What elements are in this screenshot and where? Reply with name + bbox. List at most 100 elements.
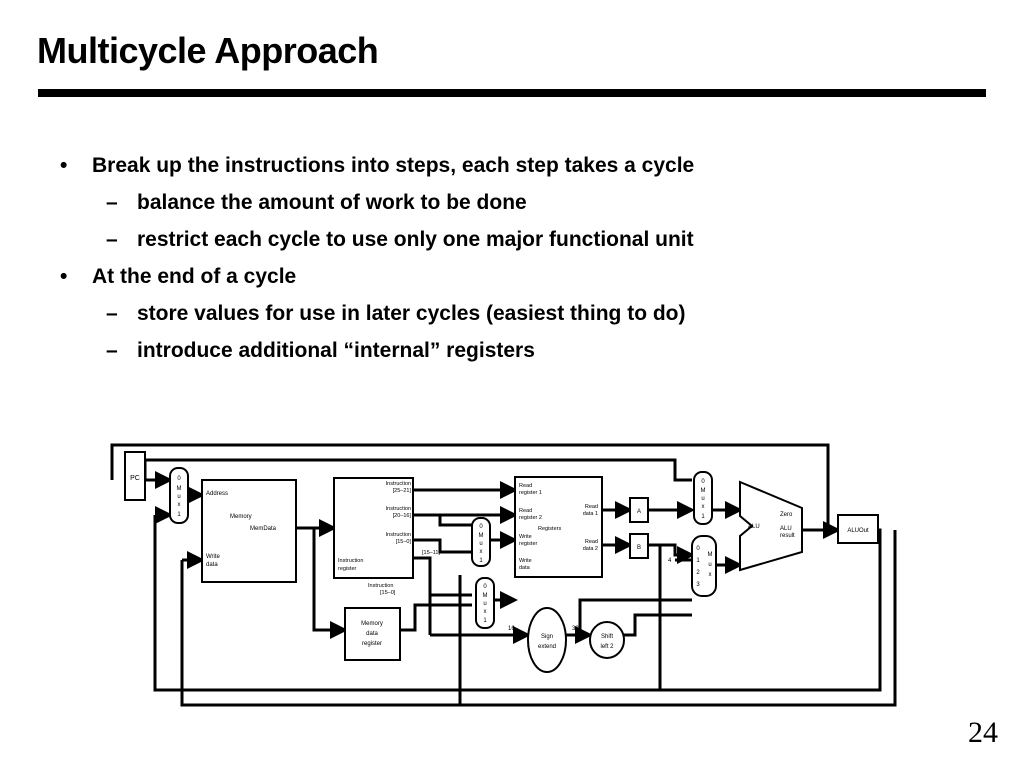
svg-text:1: 1 (479, 558, 483, 564)
svg-text:M: M (483, 593, 488, 599)
svg-text:Read: Read (519, 508, 532, 514)
memory-write-label: Write (206, 554, 221, 560)
svg-text:left 2: left 2 (600, 644, 614, 650)
svg-text:Write: Write (519, 558, 532, 564)
pc-register (124, 451, 146, 501)
sub-bullet-marker: – (106, 191, 118, 214)
alu-result-label: result (780, 533, 795, 539)
svg-text:Instruction: Instruction (368, 583, 393, 589)
bits-16-label: 16 (508, 626, 515, 632)
svg-text:Memory: Memory (361, 621, 383, 627)
svg-text:[20–16]: [20–16] (393, 513, 412, 519)
sub-bullet-marker: – (106, 228, 118, 251)
bits-32-label: 32 (572, 626, 579, 632)
memory-unit (201, 479, 297, 583)
alu (739, 480, 803, 572)
sign-extend-unit (527, 607, 567, 673)
svg-text:data 2: data 2 (583, 546, 598, 552)
a-register-label: A (637, 509, 641, 515)
svg-text:[15–11]: [15–11] (422, 550, 440, 556)
bullet-marker: • (60, 265, 68, 288)
register-file (514, 476, 603, 578)
svg-text:data: data (366, 631, 378, 637)
aluout-label: ALUOut (847, 528, 869, 534)
svg-text:ALU: ALU (780, 526, 792, 532)
svg-text:0: 0 (479, 524, 483, 530)
svg-text:1: 1 (177, 512, 181, 518)
svg-text:0: 0 (696, 546, 700, 552)
memory-address-label: Address (206, 491, 228, 497)
svg-text:register: register (362, 641, 382, 647)
svg-text:Instruction: Instruction (338, 558, 363, 564)
memory-title: Memory (230, 514, 252, 520)
alu-src-b-mux (691, 535, 717, 597)
svg-text:register: register (338, 566, 357, 572)
memory-data-register (344, 607, 401, 661)
svg-text:1: 1 (696, 558, 700, 564)
svg-text:0: 0 (177, 476, 181, 482)
svg-text:1: 1 (701, 514, 705, 520)
svg-text:Sign: Sign (541, 634, 553, 640)
svg-text:Registers: Registers (538, 526, 561, 532)
svg-text:Shift: Shift (601, 634, 613, 640)
svg-text:M: M (701, 488, 706, 494)
svg-text:Read: Read (585, 504, 598, 510)
svg-text:x: x (709, 572, 712, 578)
svg-text:register 1: register 1 (519, 490, 542, 496)
svg-text:0: 0 (701, 479, 705, 485)
sub-bullet-text: restrict each cycle to use only one majo… (137, 228, 694, 251)
pc-mux (169, 467, 189, 524)
svg-text:data: data (519, 565, 531, 571)
svg-text:Instruction: Instruction (386, 532, 411, 538)
svg-text:Instruction: Instruction (386, 506, 411, 512)
svg-text:u: u (483, 601, 486, 607)
write-data-mux (475, 577, 495, 629)
svg-text:x: x (702, 504, 705, 510)
svg-text:Instruction: Instruction (386, 481, 411, 487)
sub-bullet-text: introduce additional “internal” register… (137, 339, 535, 362)
memory-memdata-label: MemData (250, 526, 277, 532)
svg-text:Read: Read (519, 483, 532, 489)
svg-text:0: 0 (483, 584, 487, 590)
svg-text:data 1: data 1 (583, 511, 598, 517)
b-register (629, 533, 649, 559)
alu-src-a-mux (693, 471, 713, 525)
memory-data-label: data (206, 562, 218, 568)
pc-label: PC (130, 475, 140, 482)
svg-text:[25–21]: [25–21] (393, 488, 412, 494)
svg-text:Write: Write (519, 534, 532, 540)
svg-text:u: u (177, 494, 180, 500)
bullet-text: At the end of a cycle (92, 265, 297, 288)
svg-text:Read: Read (585, 539, 598, 545)
bullet-marker: • (60, 154, 68, 177)
sub-bullet-marker: – (106, 339, 118, 362)
sub-bullet-text: store values for use in later cycles (ea… (137, 302, 686, 325)
shift-left-2-unit (589, 621, 625, 659)
b-register-label: B (637, 545, 641, 551)
svg-text:x: x (480, 549, 483, 555)
svg-text:[15–0]: [15–0] (380, 590, 396, 596)
alu-zero-label: Zero (780, 512, 793, 518)
svg-text:M: M (177, 486, 182, 492)
instruction-register (333, 477, 414, 579)
svg-text:register: register (519, 541, 538, 547)
svg-text:3: 3 (696, 582, 700, 588)
svg-text:u: u (701, 496, 704, 502)
svg-text:x: x (178, 502, 181, 508)
pc-feedback-wire (110, 443, 830, 530)
svg-text:2: 2 (696, 570, 700, 576)
alu-label: ALU (748, 524, 760, 530)
pc-mux-label: 0 M u x 1 (177, 476, 182, 518)
constant-four-label: 4 (668, 558, 672, 564)
sub-bullet-text: balance the amount of work to be done (137, 191, 527, 214)
svg-text:M: M (708, 552, 713, 558)
page-number: 24 (968, 716, 998, 749)
sub-bullet-marker: – (106, 302, 118, 325)
bullet-text: Break up the instructions into steps, ea… (92, 154, 695, 177)
svg-text:x: x (484, 609, 487, 615)
svg-text:u: u (479, 541, 482, 547)
svg-text:M: M (479, 533, 484, 539)
multicycle-datapath-diagram: PC 0 M u x 1 Address Memory MemData Writ… (110, 443, 897, 707)
svg-text:register 2: register 2 (519, 515, 542, 521)
svg-text:extend: extend (538, 644, 556, 650)
